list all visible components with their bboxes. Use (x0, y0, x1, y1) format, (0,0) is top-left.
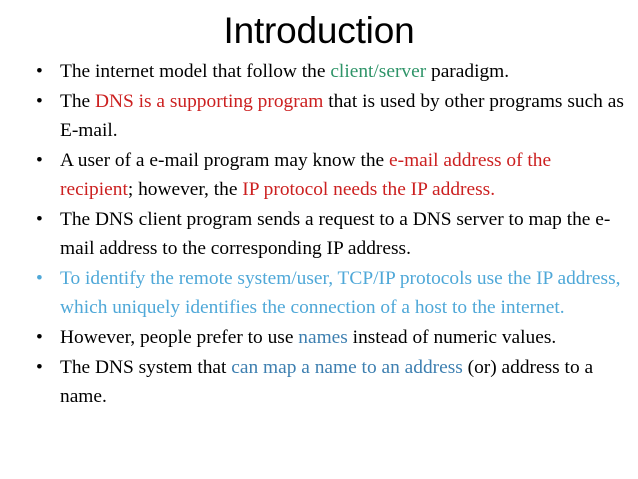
text-run: To identify the remote system/user, TCP/… (60, 268, 621, 318)
bullet-item: • The DNS client program sends a request … (26, 205, 626, 263)
text-run: The internet model that follow the (60, 61, 331, 82)
text-run: A user of a e-mail program may know the (60, 150, 390, 171)
text-run: client/server (330, 61, 427, 82)
bullet-marker-icon: • (36, 61, 43, 82)
bullet-item: • To identify the remote system/user, TCP… (26, 264, 626, 322)
page-title: Introduction (223, 10, 415, 51)
bullet-text: The DNS system that can map a name to an… (60, 357, 593, 407)
text-run: can map a name to an address (231, 357, 463, 378)
text-run: paradigm. (426, 61, 510, 82)
bullet-marker-icon: • (36, 150, 43, 171)
text-run: The DNS system that (60, 357, 232, 378)
bullet-text: However, people prefer to use names inst… (60, 327, 556, 348)
bullet-text: The DNS is a supporting program that is … (60, 91, 624, 141)
bullet-list: • The internet model that follow the clie… (26, 57, 626, 412)
bullet-text: The DNS client program sends a request t… (60, 209, 610, 259)
bullet-marker-icon: • (36, 268, 43, 289)
bullet-item: • The internet model that follow the clie… (26, 57, 626, 86)
text-run: DNS is a supporting program (95, 91, 324, 112)
text-run: ; however, the (127, 179, 243, 200)
text-run: The DNS client program sends a request t… (60, 209, 611, 259)
bullet-marker-icon: • (36, 357, 43, 378)
text-run: However, people prefer to use (60, 327, 299, 348)
text-run: instead of numeric values. (347, 327, 557, 348)
bullet-text: The internet model that follow the clien… (60, 61, 509, 82)
bullet-item: • However, people prefer to use names ins… (26, 323, 626, 352)
bullet-item: • The DNS is a supporting program that is… (26, 87, 626, 145)
bullet-text: A user of a e-mail program may know the … (60, 150, 551, 200)
bullet-item: • A user of a e-mail program may know the… (26, 146, 626, 204)
bullet-text: To identify the remote system/user, TCP/… (60, 268, 620, 318)
bullet-marker-icon: • (36, 209, 43, 230)
text-run: e-mail address of the recipient (60, 150, 552, 200)
text-run: IP protocol needs the IP address. (242, 179, 496, 200)
bullet-marker-icon: • (36, 91, 43, 112)
bullet-item: • The DNS system that can map a name to a… (26, 353, 626, 411)
text-run: The (60, 91, 95, 112)
text-run: names (298, 327, 348, 348)
text-run: that is used by other programs such as E… (60, 91, 624, 141)
text-run: (or) address to a name. (60, 357, 594, 407)
bullet-marker-icon: • (36, 327, 43, 348)
